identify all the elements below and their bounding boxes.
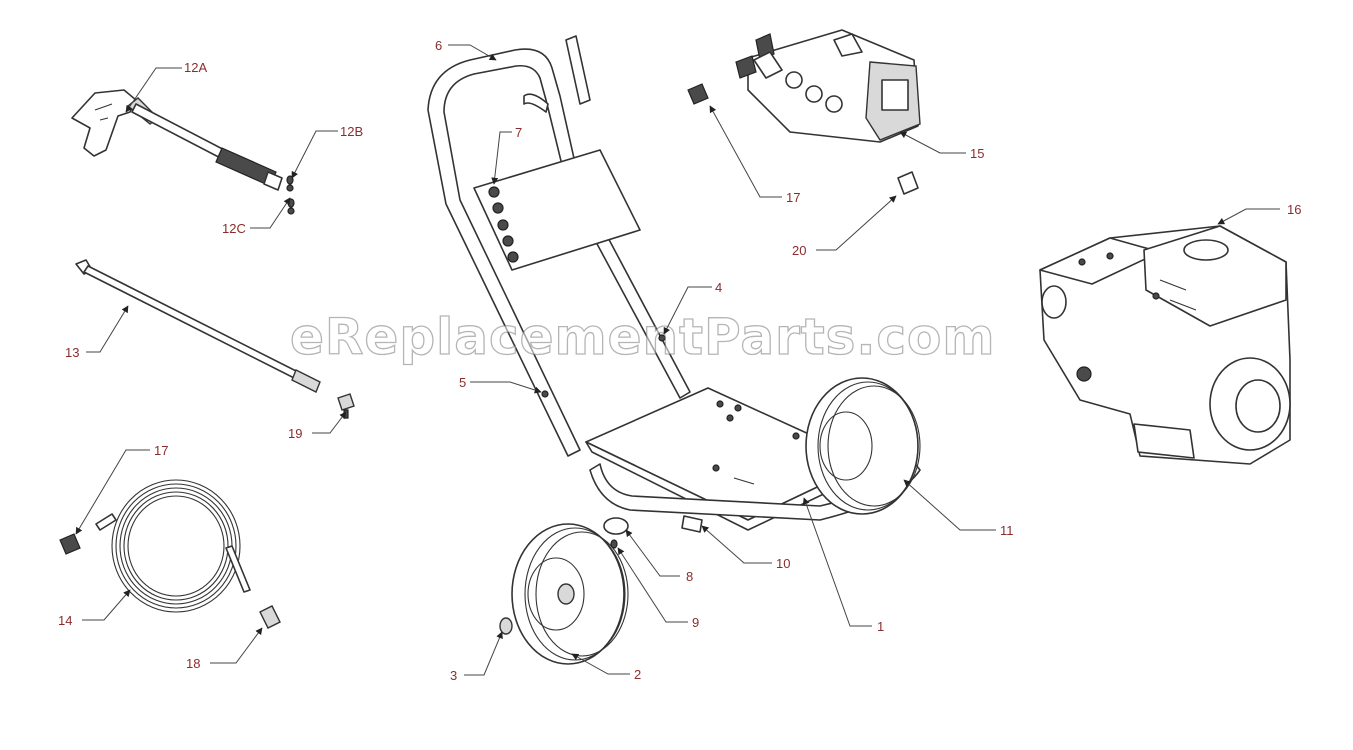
callout-labels: 12A 12B 12C 13 19 17 14 18 6 7 4 5 3 2 8… [58, 38, 1301, 683]
spray-gun [71, 89, 283, 191]
screw-4 [658, 334, 666, 342]
callout-15: 15 [970, 146, 984, 161]
frame-handle [427, 35, 691, 457]
callout-13: 13 [65, 345, 79, 360]
callout-9: 9 [692, 615, 699, 630]
fitting-17-left [59, 533, 81, 555]
callout-11: 11 [1000, 523, 1014, 538]
callout-12b: 12B [340, 124, 363, 139]
callout-12c: 12C [222, 221, 246, 236]
callout-16: 16 [1287, 202, 1301, 217]
callout-17-pump: 17 [786, 190, 800, 205]
pump [735, 29, 921, 143]
callout-8: 8 [686, 569, 693, 584]
fitting-18 [259, 605, 281, 629]
callout-5: 5 [459, 375, 466, 390]
callout-19: 19 [288, 426, 302, 441]
fitting-17-right [687, 83, 709, 105]
o-ring-12b [286, 175, 294, 192]
callout-14: 14 [58, 613, 72, 628]
callout-7: 7 [515, 125, 522, 140]
callout-1: 1 [877, 619, 884, 634]
callout-17-hose: 17 [154, 443, 168, 458]
decal-panel [473, 149, 641, 271]
washer-3 [499, 617, 513, 635]
wheel-rear [805, 377, 921, 515]
watermark: eReplacementParts.com [290, 308, 996, 366]
engine [1039, 225, 1291, 465]
cap-20 [897, 171, 919, 195]
washer-8 [603, 517, 629, 535]
callout-2: 2 [634, 667, 641, 682]
screw-5 [541, 390, 549, 398]
callout-6: 6 [435, 38, 442, 53]
callout-12a: 12A [184, 60, 207, 75]
callout-20: 20 [792, 243, 806, 258]
spray-wand [75, 259, 321, 393]
callout-4: 4 [715, 280, 722, 295]
high-pressure-hose [95, 479, 251, 613]
callout-3: 3 [450, 668, 457, 683]
cap-9 [610, 539, 618, 549]
callout-18: 18 [186, 656, 200, 671]
leader-lines [75, 44, 1280, 676]
callout-10: 10 [776, 556, 790, 571]
quick-connect-19 [337, 393, 355, 419]
o-ring-12c [287, 198, 295, 215]
